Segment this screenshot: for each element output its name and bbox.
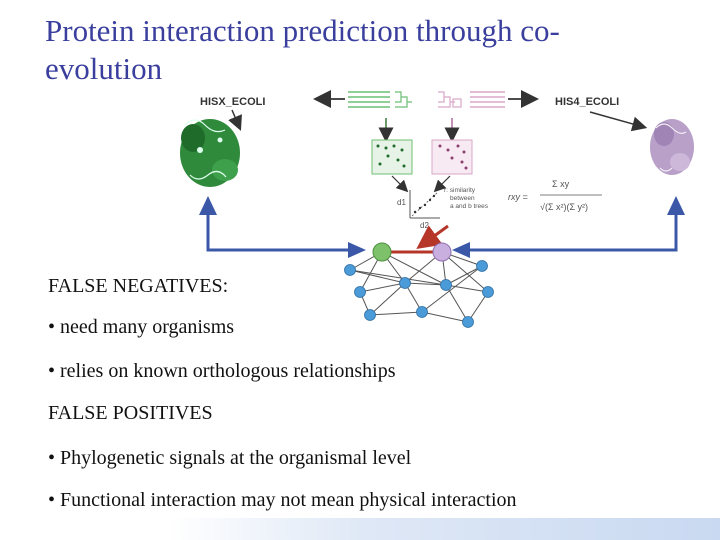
- formula-denominator: √(Σ x²)(Σ y²): [540, 202, 588, 212]
- formula-numerator: Σ xy: [552, 179, 570, 189]
- scatter-plot: [409, 190, 440, 219]
- pink-sequence-alignment: [470, 91, 505, 108]
- false-negatives-item-1: • need many organisms: [48, 316, 235, 338]
- network-node-green: [372, 242, 392, 262]
- false-positives-item-2: • Functional interaction may not mean ph…: [48, 489, 517, 511]
- r-note-line-3: a and b trees: [450, 203, 489, 210]
- network-node: [416, 306, 428, 318]
- green-protein-structure: [180, 119, 240, 187]
- false-negatives-item-2: • relies on known orthologous relationsh…: [48, 360, 396, 382]
- network-node: [462, 316, 474, 328]
- network-node: [364, 309, 376, 321]
- footer-gradient-bar: [168, 518, 720, 540]
- correlation-formula: rxy = Σ xy √(Σ x²)(Σ y²): [508, 179, 602, 212]
- pink-tree: [438, 91, 462, 108]
- right-protein-label: HIS4_ECOLI: [555, 96, 619, 108]
- matrix-to-scatter-arrow-2: [433, 175, 451, 193]
- green-distance-matrix: [371, 139, 413, 175]
- right-blue-loop-arrow: [452, 196, 685, 258]
- red-prediction-arrow: [416, 224, 449, 250]
- slide-title-line-1: Protein interaction prediction through c…: [45, 13, 560, 48]
- false-positives-item-1: • Phylogenetic signals at the organismal…: [48, 447, 412, 469]
- network-node: [440, 279, 452, 291]
- green-sequence-alignment: [348, 91, 390, 108]
- network-node: [399, 277, 411, 289]
- slide-title-line-2: evolution: [45, 51, 163, 86]
- network-node: [344, 264, 356, 276]
- green-tree: [395, 91, 412, 108]
- r-note: r: similarity between a and b trees: [444, 187, 489, 210]
- false-positives-heading: FALSE POSITIVES: [48, 402, 213, 424]
- r-note-line-1: r: similarity: [444, 187, 476, 194]
- purple-protein-structure: [650, 119, 694, 175]
- pink-distance-matrix: [431, 139, 473, 175]
- right-label-arrow: [589, 111, 648, 132]
- network-node: [482, 286, 494, 298]
- formula-lhs: rxy =: [508, 192, 528, 202]
- d2-label: d2: [420, 221, 429, 230]
- network-node: [354, 286, 366, 298]
- matrix-to-scatter-arrow-1: [391, 175, 409, 193]
- left-blue-loop-arrow: [199, 196, 366, 258]
- slide-title: Protein interaction prediction through c…: [45, 12, 685, 88]
- network-node: [476, 260, 488, 272]
- false-negatives-heading: FALSE NEGATIVES:: [48, 275, 229, 297]
- network-node-purple: [432, 242, 452, 262]
- d1-label: d1: [397, 198, 406, 207]
- left-label-arrow: [228, 109, 242, 131]
- left-protein-label: HISX_ECOLI: [200, 96, 265, 108]
- r-note-line-2: between: [450, 195, 475, 202]
- interaction-network: [344, 242, 494, 328]
